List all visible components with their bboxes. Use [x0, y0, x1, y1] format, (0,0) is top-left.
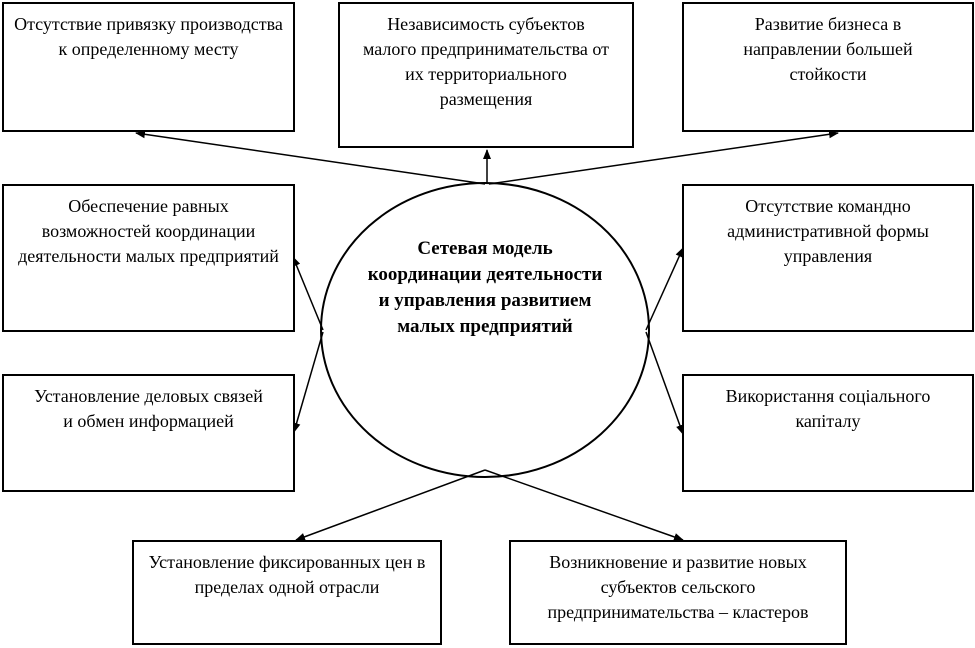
node-top-right-label: Развитие бизнеса в направлении большей с… — [743, 14, 913, 84]
node-bottom-left-label: Установление фиксированных цен в предела… — [148, 552, 426, 597]
node-bottom-left: Установление фиксированных цен в предела… — [132, 540, 442, 645]
node-top-center: Независимость субъектов малого предприни… — [338, 2, 634, 148]
node-top-right: Развитие бизнеса в направлении большей с… — [682, 2, 974, 132]
node-low-left-label: Установление деловых связей и обмен инфо… — [34, 386, 263, 431]
node-low-right-label: Використання соціального капіталу — [725, 386, 931, 431]
arrow-to-low-left — [292, 331, 324, 433]
arrow-to-bottom-left — [295, 469, 486, 541]
node-top-left: Отсутствие привязку производства к опред… — [2, 2, 295, 132]
node-mid-right-label: Отсутствие командно административной фор… — [727, 196, 929, 266]
node-top-center-label: Независимость субъектов малого предприни… — [363, 14, 609, 109]
node-bottom-right-label: Возникновение и развитие новых субъектов… — [547, 552, 809, 622]
node-mid-left: Обеспечение равных возможностей координа… — [2, 184, 295, 332]
arrow-to-mid-right — [645, 247, 684, 331]
arrow-to-top-left — [135, 130, 486, 185]
node-low-left: Установление деловых связей и обмен инфо… — [2, 374, 295, 492]
center-label: Сетевая модель координации деятельности … — [367, 238, 603, 337]
arrow-to-low-right — [645, 331, 684, 435]
node-mid-right: Отсутствие командно административной фор… — [682, 184, 974, 332]
center-ellipse — [320, 182, 650, 478]
arrow-to-bottom-right — [484, 469, 684, 541]
node-low-right: Використання соціального капіталу — [682, 374, 974, 492]
node-mid-left-label: Обеспечение равных возможностей координа… — [18, 196, 279, 266]
arrow-to-mid-left — [292, 256, 324, 331]
node-top-left-label: Отсутствие привязку производства к опред… — [14, 14, 283, 59]
arrow-to-top-right — [488, 130, 839, 185]
node-bottom-right: Возникновение и развитие новых субъектов… — [509, 540, 847, 645]
